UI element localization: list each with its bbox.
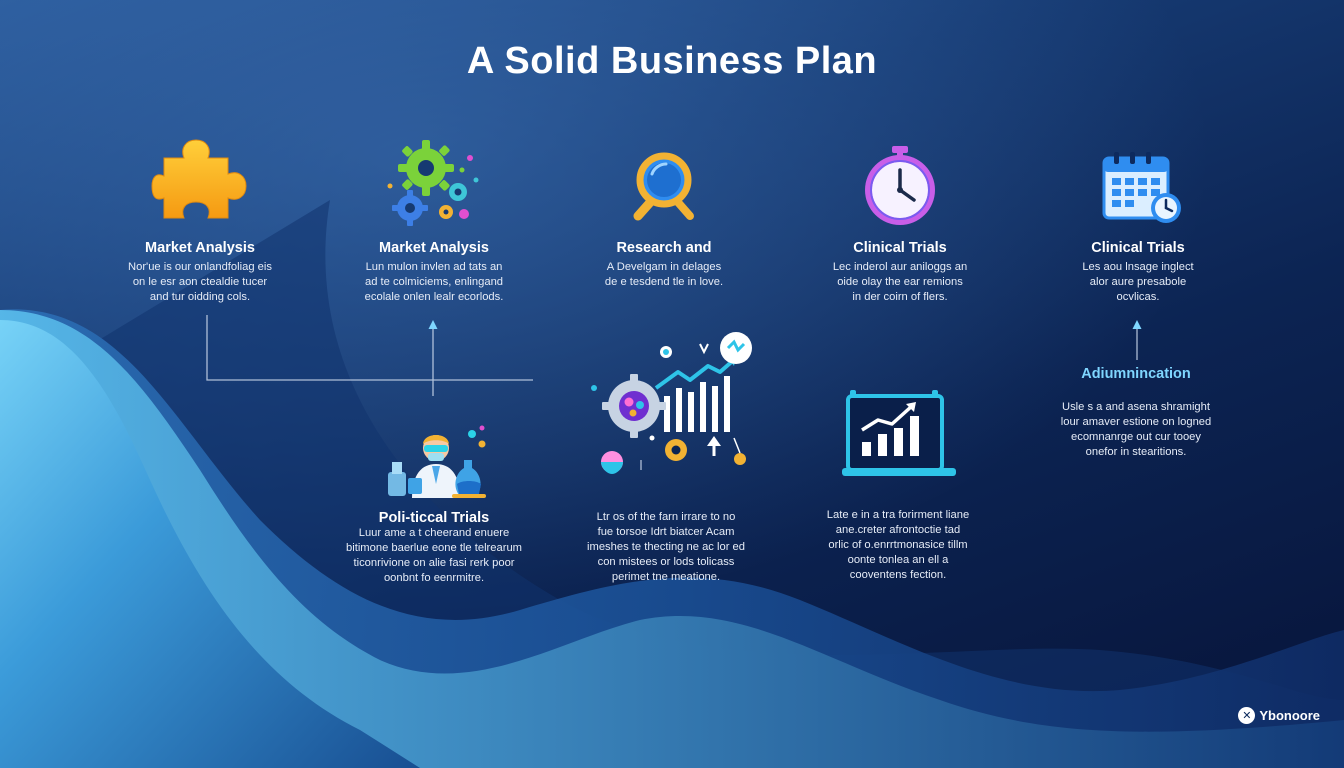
card-market-analysis-1: Market Analysis Nor'ue is our onlandfoli… [100, 130, 300, 310]
scientist-lab-icon [388, 425, 486, 498]
page-title: A Solid Business Plan [466, 40, 878, 82]
brand-name: Ybonoore [1259, 708, 1320, 723]
card-description: Les aou lnsage inglect alor aure presabo… [1038, 260, 1238, 305]
description-line: con mistees or lods tolicass [597, 556, 735, 568]
description-line: ad te colmiciems, enlingand [364, 276, 504, 288]
calendar-clock-icon [1102, 152, 1181, 223]
gears-icon [387, 140, 479, 226]
description-line: A Develgam in delages [606, 261, 722, 273]
card-description: Lec inderol aur aniloggs an oide olay th… [800, 260, 1000, 305]
description-line: ticonrivione on alie fasi rerk poor [353, 557, 515, 569]
description-line: Ltr os of the farn irrare to no [596, 511, 736, 523]
card-research: Research and A Develgam in delages de e … [564, 130, 764, 310]
card-political-trials: Poli-ticcal Trials Luur ame a t cheerand… [324, 410, 544, 590]
description-line: Les aou lnsage inglect [1082, 261, 1194, 273]
card-market-analysis-2: Market Analysis Lun mulon invlen ad tats… [334, 130, 534, 310]
card-monitor-report: Late e in a tra forirment liane ane.cret… [788, 384, 1008, 584]
card-heading: Market Analysis [379, 240, 489, 256]
card-description: Luur ame a t cheerand enuere bitimone ba… [324, 526, 544, 586]
card-growth-analysis: Ltr os of the farn irrare to no fue tors… [556, 326, 776, 586]
description-line: ocvlicas. [1116, 291, 1160, 303]
description-line: onefor in stearitions. [1085, 446, 1187, 458]
description-line: de e tesdend tle in love. [604, 276, 724, 288]
card-administration: Adiumnincation Usle s a and asena shrami… [1028, 364, 1244, 474]
card-clinical-trials-1: Clinical Trials Lec inderol aur aniloggs… [800, 130, 1000, 310]
card-description: Nor'ue is our onlandfoliag eis on le esr… [100, 260, 300, 305]
description-line: Usle s a and asena shramight [1061, 401, 1210, 413]
card-heading: Adiumnincation [1081, 366, 1191, 382]
description-line: oide olay the ear remions [837, 276, 963, 288]
card-description: Usle s a and asena shramight lour amaver… [1028, 400, 1244, 460]
description-line: oonbnt fo eenrmitre. [383, 572, 485, 584]
description-line: oonte tonlea an ell a [847, 554, 949, 566]
brand-mark-icon: ✕ [1238, 707, 1256, 724]
description-line: Lun mulon invlen ad tats an [365, 261, 503, 273]
card-heading: Clinical Trials [1091, 240, 1185, 256]
card-description: Lun mulon invlen ad tats an ad te colmic… [334, 260, 534, 305]
card-heading: Poli-ticcal Trials [378, 510, 490, 526]
description-line: alor aure presabole [1089, 276, 1187, 288]
description-line: fue torsoe Idrt biatcer Acam [597, 526, 735, 538]
description-line: Late e in a tra forirment liane [826, 509, 970, 521]
card-heading: Clinical Trials [853, 240, 947, 256]
growth-chart-gear-icon [591, 332, 752, 474]
description-line: Luur ame a t cheerand enuere [358, 527, 510, 539]
description-line: ecomnanrge out cur tooey [1071, 431, 1201, 443]
monitor-chart-icon [842, 390, 956, 476]
card-clinical-trials-2: Clinical Trials Les aou lnsage inglect a… [1038, 130, 1238, 310]
description-line: orlic of o.enrrtmonasice tillm [828, 539, 968, 551]
description-line: lour amaver estione on logned [1060, 416, 1212, 428]
description-line: and tur oidding cols. [149, 291, 251, 303]
description-line: ane.creter afrontoctie tad [835, 524, 961, 536]
description-line: in der coirn of flers. [852, 291, 948, 303]
card-heading: Market Analysis [145, 240, 255, 256]
puzzle-piece-icon [151, 139, 247, 219]
card-description: Ltr os of the farn irrare to no fue tors… [556, 510, 776, 585]
description-line: perimet tne meatione. [611, 571, 721, 583]
description-line: cooventens fection. [849, 569, 947, 581]
description-line: Nor'ue is our onlandfoliag eis [128, 261, 272, 273]
magnifying-glass-icon [633, 152, 694, 221]
card-description: A Develgam in delages de e tesdend tle i… [564, 260, 764, 290]
stopwatch-icon [865, 146, 935, 225]
description-line: bitimone baerlue eone tle telrearum [346, 542, 522, 554]
card-description: Late e in a tra forirment liane ane.cret… [788, 508, 1008, 583]
description-line: on le esr aon ctealdie tucer [132, 276, 268, 288]
description-line: ecolale onlen lealr ecorlods. [364, 291, 504, 303]
description-line: Lec inderol aur aniloggs an [832, 261, 968, 273]
card-heading: Research and [616, 240, 712, 256]
brand-logo: ✕ Ybonoore [1238, 707, 1320, 724]
description-line: imeshes te thecting ne ac lor ed [587, 541, 745, 553]
